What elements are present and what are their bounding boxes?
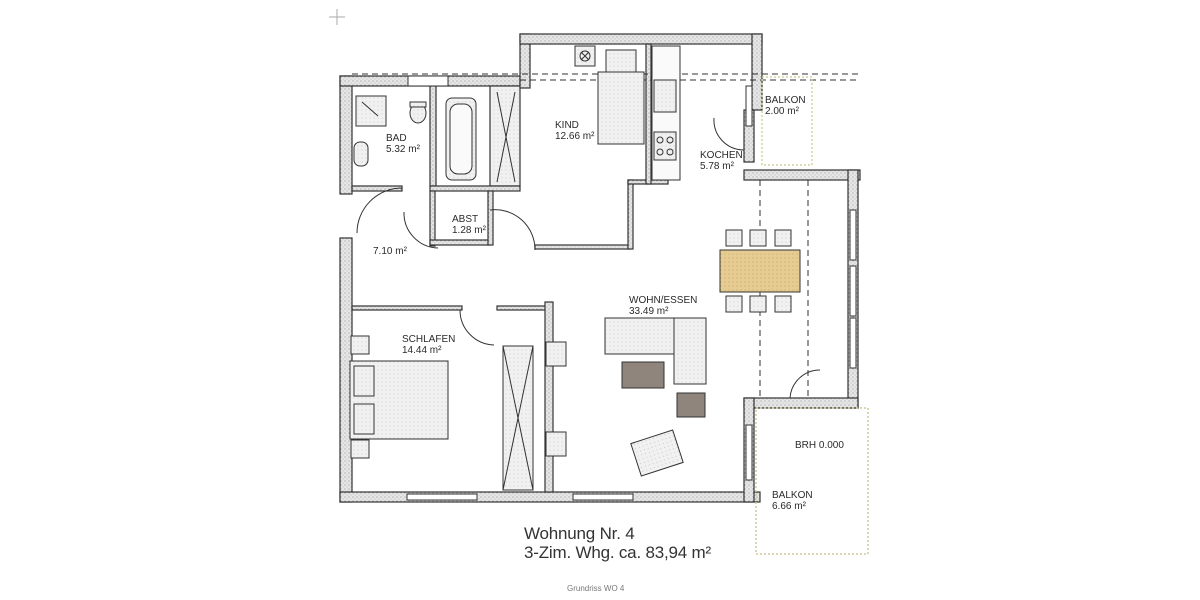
crosshair-mark [329,9,345,25]
plan-caption: Grundriss WO 4 [567,584,625,593]
dining-set [719,229,801,313]
walls [339,33,861,503]
doors [356,117,821,399]
kind-furniture [574,45,645,145]
bath-fixtures [353,91,516,183]
room-flur: 7.10 m² [373,246,407,257]
balcony-small [761,76,813,166]
level-note: BRH 0.000 [795,440,844,451]
kitchen-furniture [651,45,681,181]
living-furniture [604,317,707,477]
apartment-title: Wohnung Nr. 4 [524,524,635,543]
balcony-large [755,407,869,555]
bedroom-furniture [349,335,567,491]
windows [406,75,857,501]
apartment-subtitle: 3-Zim. Whg. ca. 83,94 m² [524,543,711,562]
